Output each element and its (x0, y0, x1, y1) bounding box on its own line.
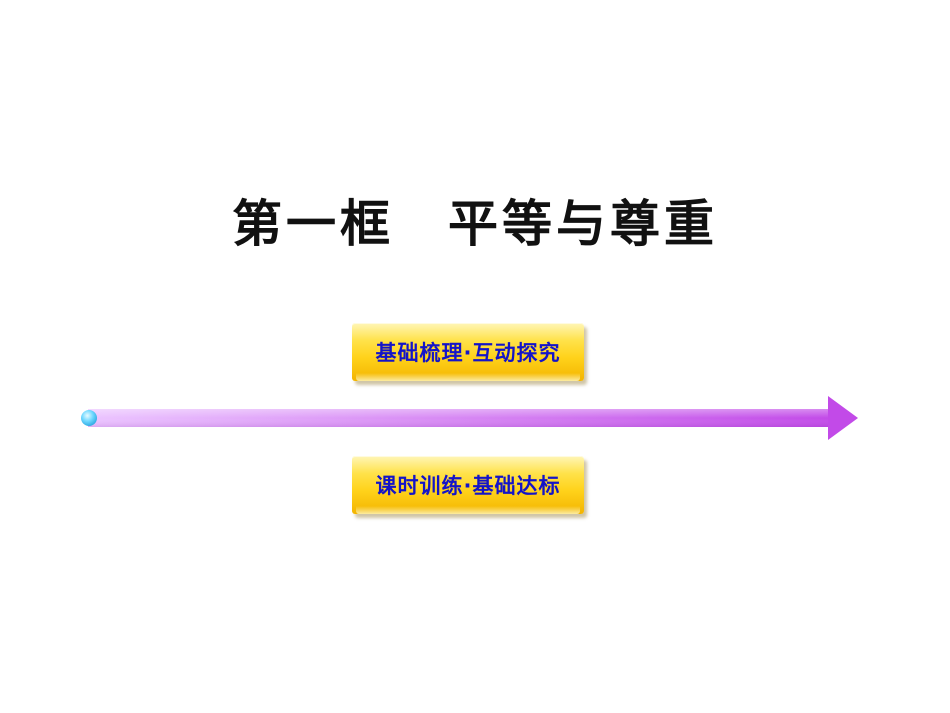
nav-button-label: 基础梳理·互动探究 (375, 341, 561, 365)
arrow-head (828, 396, 858, 440)
nav-button-class-training[interactable]: 课时训练·基础达标 (352, 456, 584, 514)
arrow-start-dot (81, 410, 97, 426)
nav-button-basic-review[interactable]: 基础梳理·互动探究 (352, 323, 584, 381)
slide-title: 第一框 平等与尊重 (232, 195, 718, 253)
nav-button-label: 课时训练·基础达标 (375, 474, 561, 498)
timeline-arrow (81, 396, 858, 440)
